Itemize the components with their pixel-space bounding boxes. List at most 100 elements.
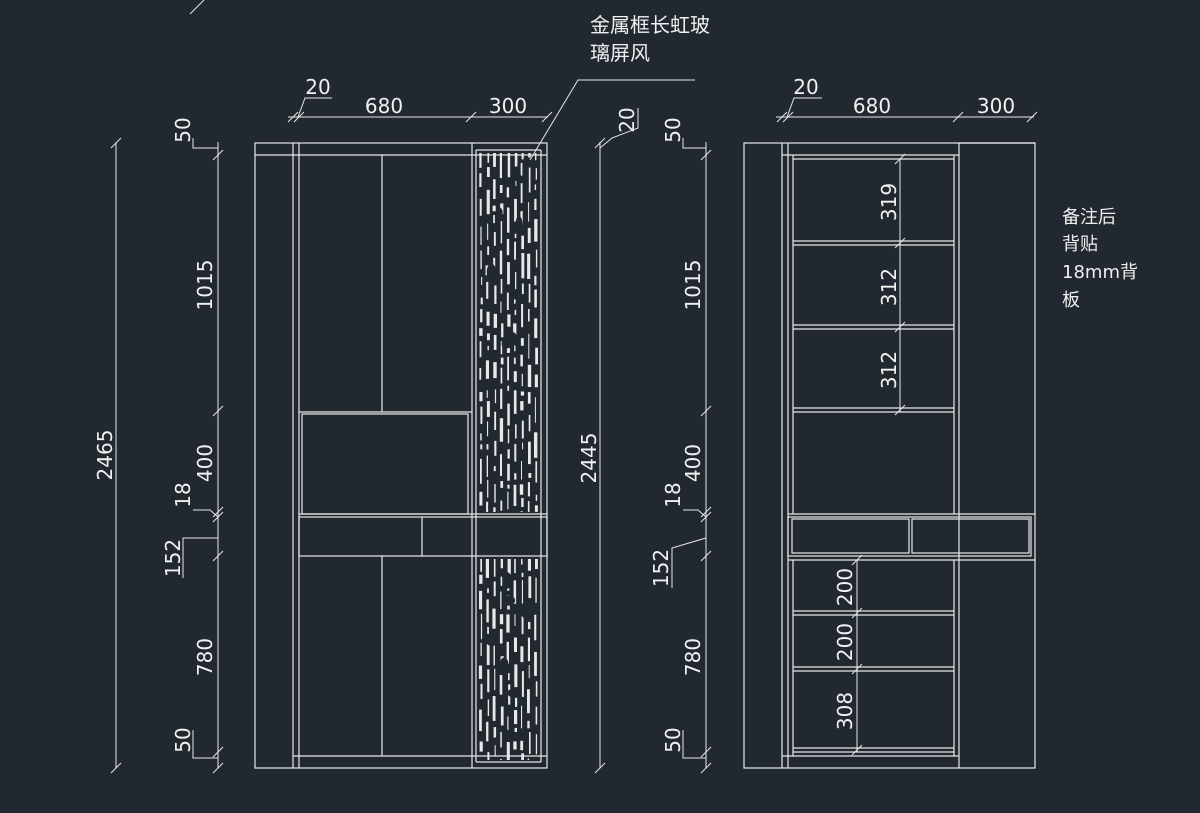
glass-streak (486, 281, 489, 299)
glass-blot (495, 207, 503, 218)
leader (682, 138, 707, 155)
tick (465, 111, 477, 123)
glass-streak (507, 314, 511, 327)
glass-streak (500, 559, 503, 569)
shelf-dim-312-a: 312 (877, 268, 901, 306)
glass-streak (506, 187, 510, 198)
glass-streak (513, 323, 517, 339)
glass-streak (534, 184, 537, 190)
glass-streak (494, 668, 496, 691)
glass-streak (527, 758, 530, 760)
glass-streak (507, 463, 510, 481)
glass-streak (534, 318, 538, 339)
glass-streak (493, 153, 496, 167)
leader (786, 97, 822, 118)
glass-streak (513, 484, 517, 506)
leader (182, 537, 218, 578)
glass-streak (506, 614, 510, 633)
glass-streak (486, 644, 490, 666)
right-drawer-row (787, 516, 1032, 557)
glass-streak (515, 424, 517, 439)
glass-streak (487, 421, 489, 437)
glass-streak (520, 338, 524, 346)
glass-streak (521, 153, 524, 160)
glass-streak (501, 323, 504, 338)
glass-streak (487, 153, 490, 163)
glass-streak (500, 278, 503, 294)
glass-streak (494, 484, 496, 503)
right-dim-1015: 1015 (681, 260, 705, 311)
glass-streak (479, 574, 483, 584)
left-dim-ticks (212, 149, 224, 774)
glass-streak (534, 275, 537, 286)
glass-streak (527, 559, 531, 571)
right-dim-780: 780 (681, 638, 705, 676)
glass-streak (500, 301, 502, 313)
glass-streak (480, 444, 483, 450)
glass-streak (493, 507, 496, 512)
glass-streak (500, 759, 502, 760)
glass-streak (486, 401, 490, 417)
glass-streak (521, 608, 524, 635)
glass-streak (535, 706, 538, 725)
glass-streak (528, 283, 531, 303)
glass-streak (487, 626, 489, 634)
glass-streak (493, 640, 495, 666)
glass-streak (520, 646, 524, 663)
tick (110, 762, 122, 774)
glass-streak (521, 461, 522, 480)
glass-streak (513, 357, 516, 365)
glass-streak (521, 498, 524, 507)
glass-streak (480, 642, 482, 656)
glass-streak (480, 683, 483, 699)
glass-streak (500, 576, 503, 586)
leader (297, 97, 332, 118)
tick (782, 111, 794, 123)
right-elevation: 2445 20 50 1015 400 18 152 780 50 (577, 75, 1138, 774)
right-side-dim-20: 20 (615, 107, 639, 132)
glass-streak (507, 385, 510, 391)
glass-streak (513, 580, 517, 604)
glass-streak (499, 250, 503, 275)
left-cabinet-outline (254, 142, 548, 769)
leader (671, 537, 707, 588)
tick (851, 554, 863, 566)
glass-streak (508, 673, 510, 681)
glass-streak (492, 205, 496, 212)
glass-streak (528, 309, 530, 322)
glass-streak (506, 641, 509, 665)
glass-streak (479, 198, 482, 216)
tick (287, 111, 299, 123)
glass-streak (487, 246, 490, 255)
right-dim-20: 20 (793, 75, 818, 99)
glass-streak (527, 637, 530, 662)
glass-blot (486, 263, 497, 281)
glass-streak (478, 665, 483, 679)
glass-streak (521, 304, 524, 328)
tick (894, 404, 906, 416)
glass-streak (493, 466, 496, 472)
glass-streak (520, 183, 523, 204)
glass-streak (521, 705, 523, 729)
glass-streak (507, 449, 510, 459)
right-cabinet-outline (743, 142, 1036, 769)
right-dim-400: 400 (681, 444, 705, 482)
glass-streak (534, 432, 538, 458)
glass-streak (507, 429, 510, 444)
glass-streak (493, 727, 497, 738)
glass-streak (486, 390, 488, 398)
leader (683, 509, 707, 518)
right-dim-18: 18 (661, 482, 685, 507)
left-dim-680: 680 (365, 94, 403, 118)
glass-callout-leader (529, 79, 695, 161)
glass-streak (499, 629, 503, 644)
left-dim-18: 18 (171, 482, 195, 507)
right-dim-50-top: 50 (661, 117, 685, 142)
left-dim-780: 780 (193, 638, 217, 676)
glass-streak (486, 455, 488, 477)
tick (851, 663, 863, 675)
ribbed-glass-hatch-lower (478, 559, 538, 760)
note-line2: 背贴 (1062, 234, 1098, 255)
glass-streak (527, 227, 531, 243)
glass-streak (514, 710, 518, 725)
